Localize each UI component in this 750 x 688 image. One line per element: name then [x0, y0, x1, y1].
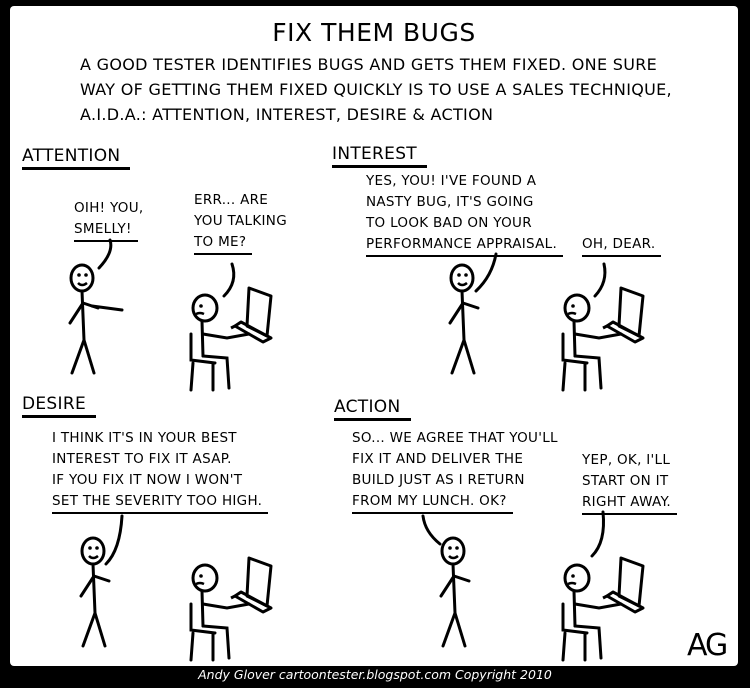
bubble-line: TO ME? — [194, 232, 253, 255]
speech-bubble-developer-interest: OH, DEAR. — [582, 234, 662, 257]
bubble-line: OH, DEAR. — [582, 234, 662, 257]
bubble-line: BUILD JUST AS I RETURN — [352, 472, 525, 488]
bubble-line: RIGHT AWAY. — [582, 492, 677, 515]
bubble-line: NASTY BUG, IT'S GOING — [366, 194, 534, 210]
stick-figure-drawings — [68, 238, 645, 662]
speech-bubble-developer-attention: ERR... ARE YOU TALKING TO ME? — [194, 190, 287, 255]
artist-initials: AG — [687, 628, 728, 663]
bubble-line: OIH! YOU, — [74, 200, 144, 216]
comic-page: FIX THEM BUGS A GOOD TESTER IDENTIFIES B… — [10, 6, 738, 666]
bubble-line: START ON IT — [582, 473, 669, 489]
panel-label-attention: ATTENTION — [22, 146, 131, 170]
bubble-line: SO... WE AGREE THAT YOU'LL — [352, 430, 558, 446]
comic-title: FIX THEM BUGS — [272, 18, 476, 47]
panel-label-interest: INTEREST — [332, 144, 427, 168]
bubble-line: ERR... ARE — [194, 192, 269, 208]
bubble-line: YEP, OK, I'LL — [582, 452, 671, 468]
speech-bubble-tester-desire: I THINK IT'S IN YOUR BEST INTEREST TO FI… — [52, 428, 269, 514]
bubble-line: YES, YOU! I'VE FOUND A — [366, 173, 537, 189]
bubble-line: SET THE SEVERITY TOO HIGH. — [52, 491, 269, 514]
panel-label-action: ACTION — [334, 397, 411, 421]
panel-label-desire: DESIRE — [22, 394, 96, 418]
copyright-credit: Andy Glover cartoontester.blogspot.com C… — [198, 667, 552, 682]
bubble-line: I THINK IT'S IN YOUR BEST — [52, 430, 237, 446]
bubble-line: FROM MY LUNCH. OK? — [352, 491, 513, 514]
bubble-line: YOU TALKING — [194, 213, 287, 229]
bubble-line: TO LOOK BAD ON YOUR — [366, 215, 532, 231]
speech-bubble-tester-action: SO... WE AGREE THAT YOU'LL FIX IT AND DE… — [352, 428, 558, 514]
bubble-line: SMELLY! — [74, 219, 138, 242]
speech-bubble-tester-attention: OIH! YOU, SMELLY! — [74, 198, 143, 242]
bubble-line: PERFORMANCE APPRAISAL. — [366, 234, 564, 257]
bubble-line: INTEREST TO FIX IT ASAP. — [52, 451, 232, 467]
bubble-line: FIX IT AND DELIVER THE — [352, 451, 524, 467]
bubble-line: IF YOU FIX IT NOW I WON'T — [52, 472, 243, 488]
speech-bubble-tester-interest: YES, YOU! I'VE FOUND A NASTY BUG, IT'S G… — [366, 171, 564, 257]
intro-text: A GOOD TESTER IDENTIFIES BUGS AND GETS T… — [80, 55, 672, 124]
speech-bubble-developer-action: YEP, OK, I'LL START ON IT RIGHT AWAY. — [582, 450, 677, 515]
